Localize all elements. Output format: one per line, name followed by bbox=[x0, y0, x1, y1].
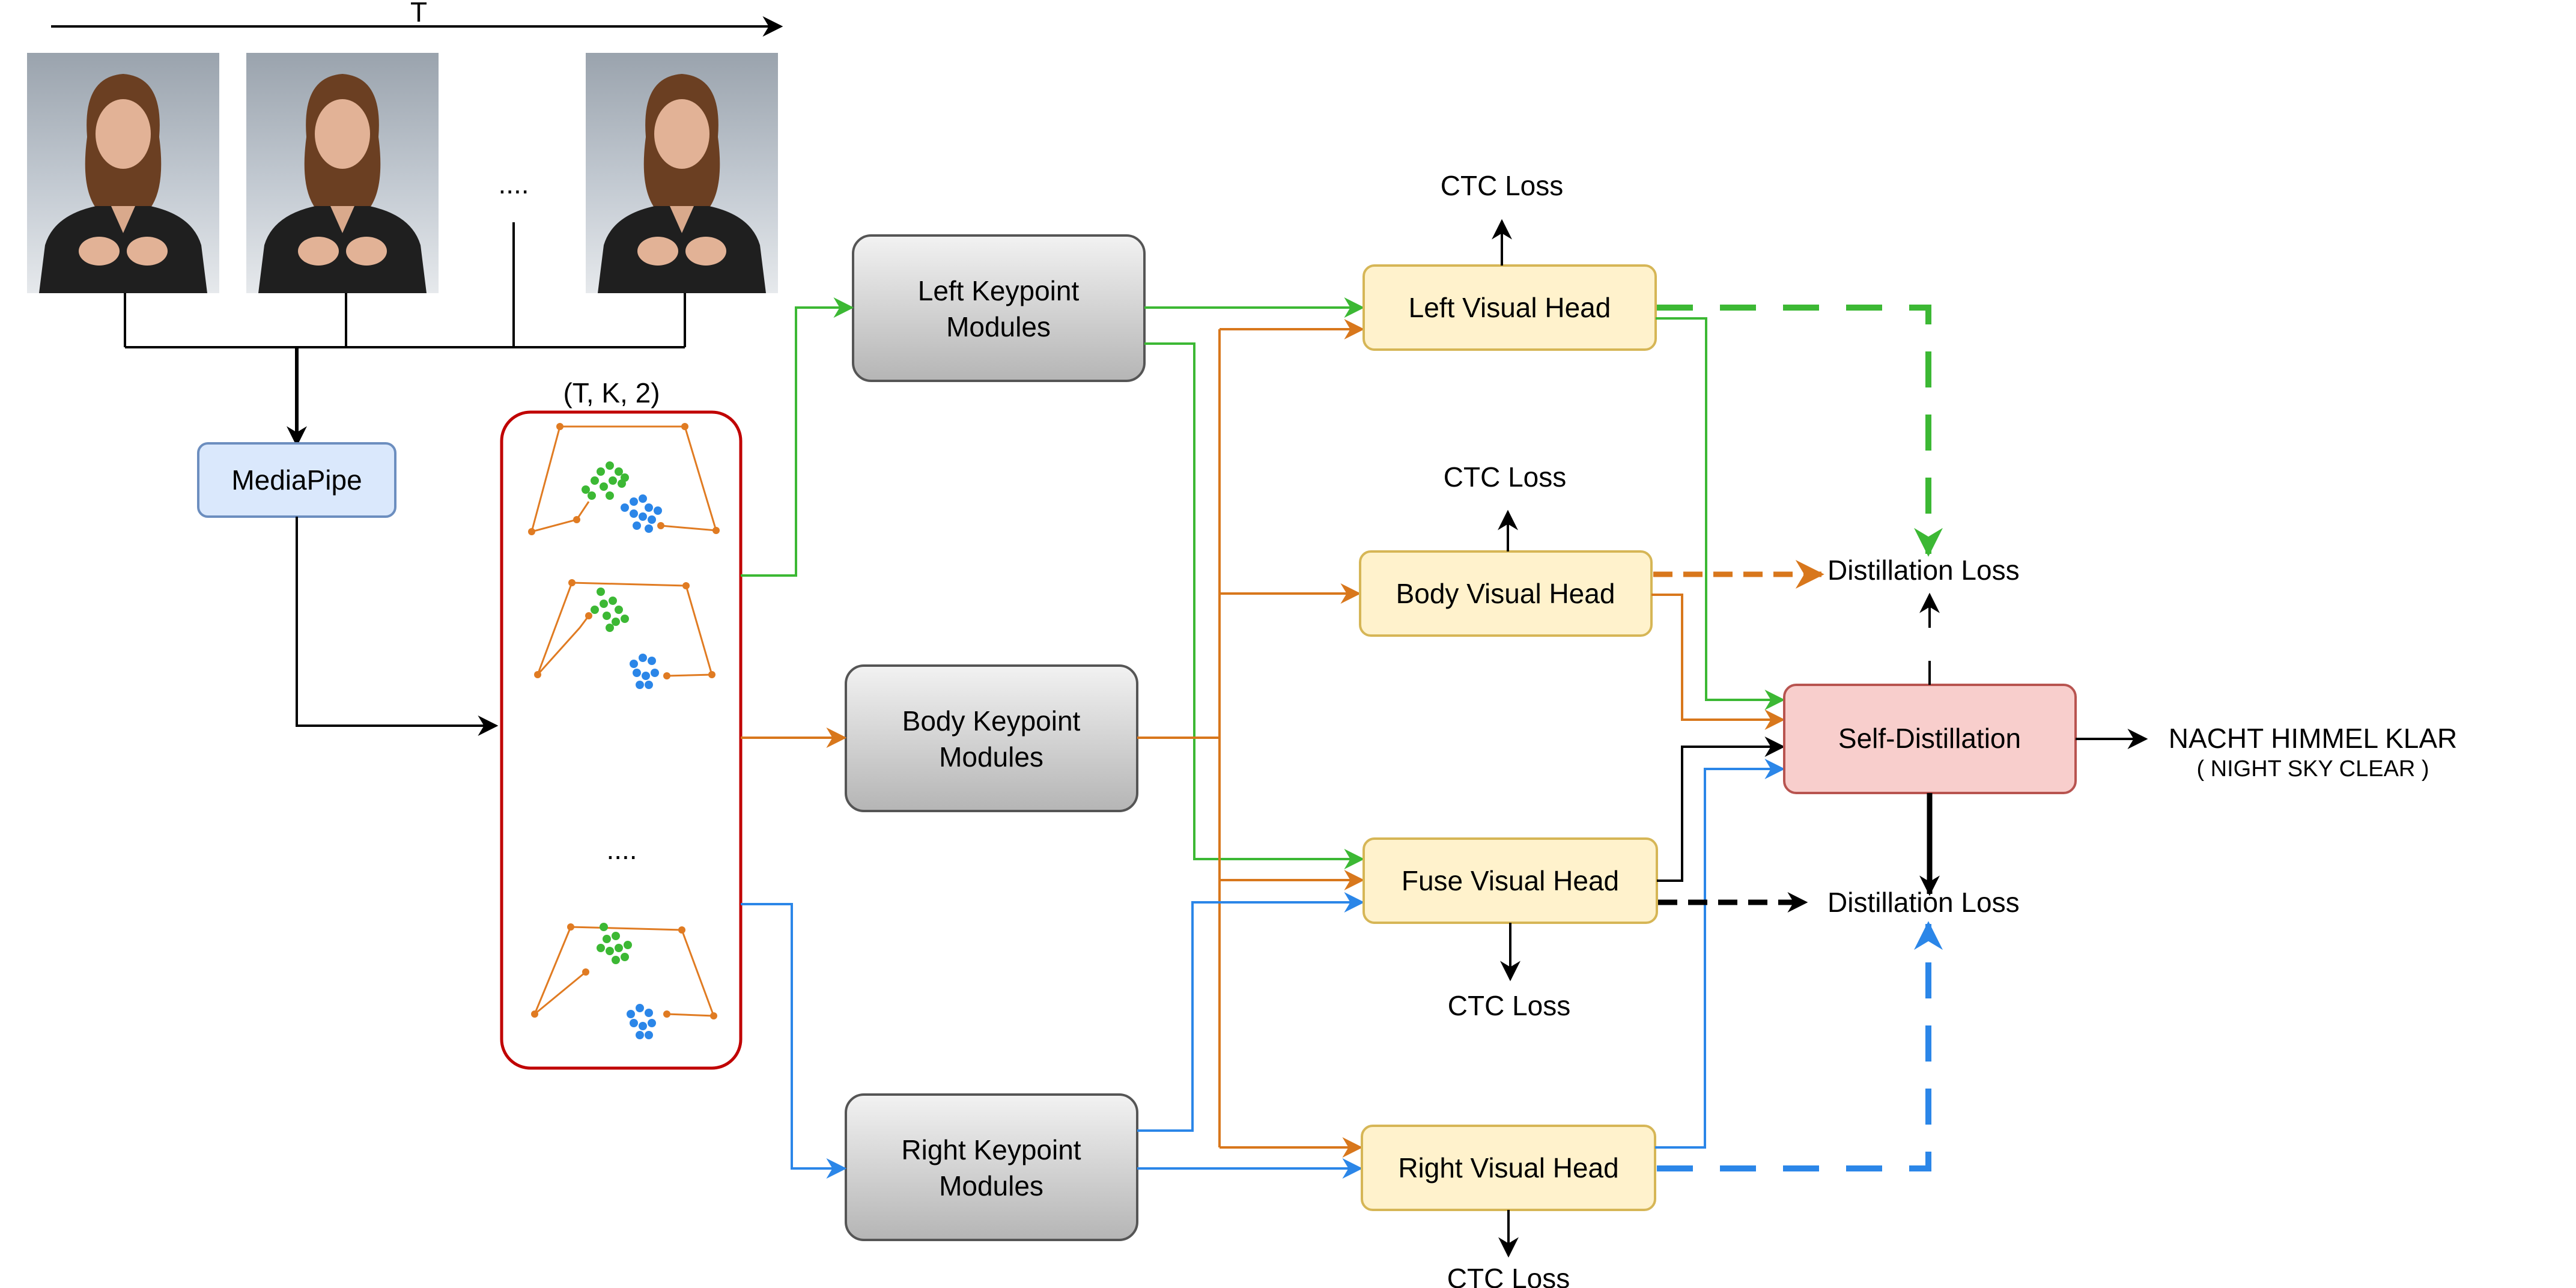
self-distillation-box: Self-Distillation bbox=[1783, 684, 2077, 794]
output-translation: ( NIGHT SKY CLEAR ) bbox=[2196, 756, 2429, 782]
fuse-visual-head-label: Fuse Visual Head bbox=[1402, 865, 1619, 896]
left-keypoint-modules-line2: Modules bbox=[946, 311, 1051, 342]
distillation-loss-top: Distillation Loss bbox=[1827, 554, 2020, 586]
video-frame-2 bbox=[246, 53, 439, 293]
ctc-loss-body-label: CTC Loss bbox=[1444, 461, 1566, 493]
right-module-to-fuse-head bbox=[1137, 892, 1365, 1132]
body-module-connectors bbox=[1137, 319, 1365, 1158]
panel-to-right-module-arrow bbox=[741, 903, 847, 1179]
mediapipe-label: MediaPipe bbox=[231, 464, 362, 496]
frames-ellipsis: .... bbox=[498, 168, 529, 199]
right-keypoint-modules: Right Keypoint Modules bbox=[845, 1093, 1138, 1241]
video-frame-1 bbox=[27, 53, 219, 293]
body-keypoint-modules: Body Keypoint Modules bbox=[845, 664, 1138, 812]
keypoints-panel bbox=[500, 410, 743, 1070]
body-visual-head: Body Visual Head bbox=[1359, 550, 1653, 637]
right-keypoint-modules-line2: Modules bbox=[939, 1170, 1043, 1201]
mediapipe-box: MediaPipe bbox=[197, 442, 396, 518]
time-axis: T bbox=[51, 0, 783, 37]
left-module-to-fuse-head bbox=[1144, 342, 1365, 869]
keypoint-shape-label: (T, K, 2) bbox=[563, 377, 660, 409]
left-head-distill-dashed bbox=[1657, 305, 1943, 557]
keypoint-skeleton-3 bbox=[531, 923, 717, 1039]
left-head-to-self-distillation bbox=[1656, 317, 1785, 710]
distillation-loss-bottom: Distillation Loss bbox=[1827, 887, 2020, 918]
ctc-loss-left-label: CTC Loss bbox=[1441, 170, 1563, 201]
frames-to-mediapipe-connector bbox=[124, 222, 686, 447]
ctc-loss-fuse: CTC Loss bbox=[1448, 923, 1570, 1021]
left-keypoint-modules: Left Keypoint Modules bbox=[852, 234, 1146, 382]
self-distillation-label: Self-Distillation bbox=[1838, 723, 2021, 754]
left-keypoint-modules-line1: Left Keypoint bbox=[918, 275, 1080, 306]
right-keypoint-modules-line1: Right Keypoint bbox=[901, 1134, 1081, 1165]
right-visual-head: Right Visual Head bbox=[1361, 1125, 1656, 1211]
keypoint-skeleton-2 bbox=[534, 579, 715, 689]
ctc-loss-body: CTC Loss bbox=[1444, 461, 1566, 551]
body-keypoint-modules-line1: Body Keypoint bbox=[902, 705, 1081, 737]
ctc-loss-right: CTC Loss bbox=[1447, 1210, 1570, 1288]
body-head-to-self-distillation bbox=[1651, 594, 1785, 730]
right-head-to-self-distillation bbox=[1655, 759, 1785, 1149]
keypoints-ellipsis: .... bbox=[606, 834, 637, 865]
ctc-loss-fuse-label: CTC Loss bbox=[1448, 990, 1570, 1021]
body-keypoint-modules-line2: Modules bbox=[939, 741, 1043, 773]
output-gloss: NACHT HIMMEL KLAR bbox=[2169, 723, 2458, 754]
right-head-distill-dashed bbox=[1657, 921, 1943, 1171]
left-visual-head-label: Left Visual Head bbox=[1409, 292, 1611, 323]
video-frame-3 bbox=[586, 53, 778, 293]
fuse-head-to-self-distillation bbox=[1657, 737, 1785, 882]
body-visual-head-label: Body Visual Head bbox=[1396, 578, 1615, 609]
time-axis-label: T bbox=[410, 0, 427, 28]
ctc-loss-left: CTC Loss bbox=[1441, 170, 1563, 266]
ctc-loss-right-label: CTC Loss bbox=[1447, 1263, 1570, 1288]
keypoint-skeleton-1 bbox=[528, 423, 720, 535]
left-visual-head: Left Visual Head bbox=[1362, 264, 1657, 351]
mediapipe-to-keypoints-arrow bbox=[296, 517, 499, 736]
right-visual-head-label: Right Visual Head bbox=[1398, 1152, 1618, 1183]
fuse-visual-head: Fuse Visual Head bbox=[1362, 837, 1658, 924]
panel-to-left-module-arrow bbox=[741, 297, 854, 577]
